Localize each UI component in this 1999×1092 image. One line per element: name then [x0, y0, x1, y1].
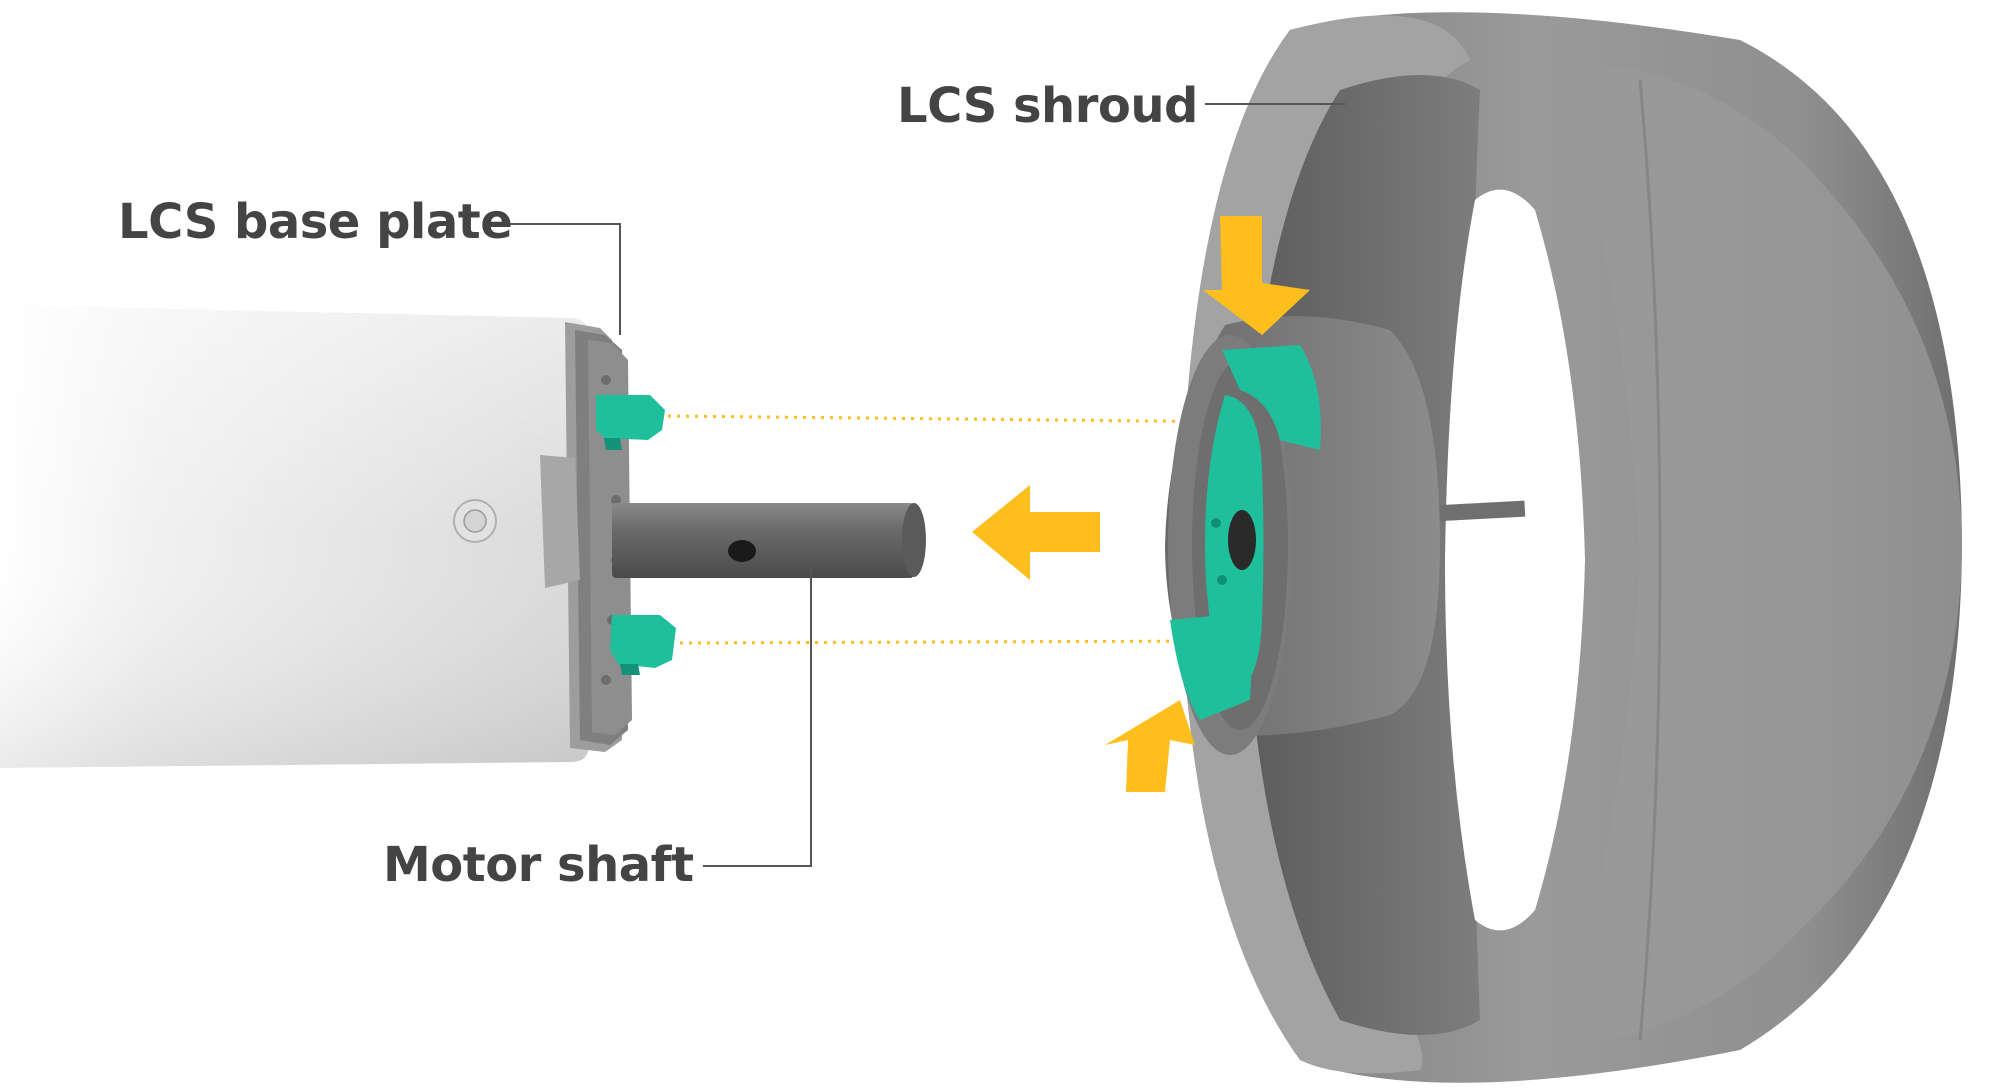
arrow-down-icon: [1203, 216, 1310, 335]
lcs-shroud-label: LCS shroud: [897, 78, 1198, 134]
alignment-line-upper: [667, 414, 1246, 424]
motor-shaft-label: Motor shaft: [383, 837, 694, 893]
alignment-line-lower: [679, 639, 1216, 645]
teal-clip-lower: [610, 615, 676, 668]
teal-latch-lower: [1170, 612, 1255, 720]
base-plate-leader: [508, 223, 621, 335]
teal-latch-upper: [1222, 345, 1321, 450]
motor-shaft-leader: [703, 555, 812, 867]
lcs-shroud: [1165, 12, 1962, 1083]
arrow-up-icon: [1105, 700, 1195, 792]
lcs-base-plate-label: LCS base plate: [118, 194, 513, 250]
arrow-left-icon: [972, 485, 1100, 580]
lcs-base-plate: [540, 322, 676, 752]
teal-clip-upper: [596, 395, 665, 440]
motor-shaft-graphic: [612, 503, 926, 578]
motor-body: [0, 305, 588, 768]
